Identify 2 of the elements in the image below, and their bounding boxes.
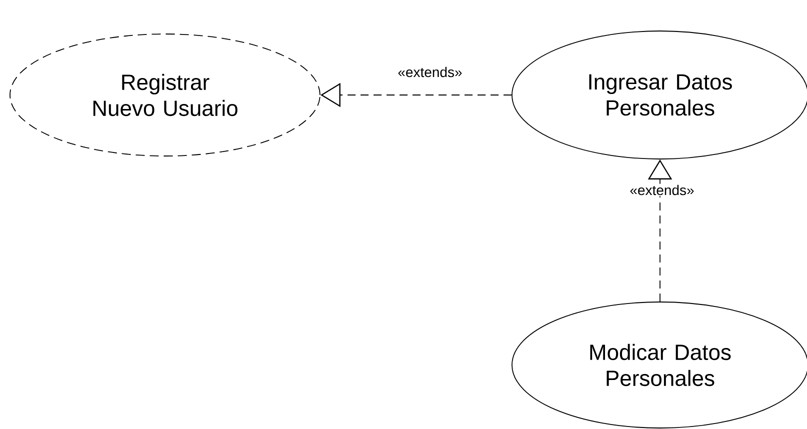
edge-label: «extends» xyxy=(630,184,694,196)
edge-label: «extends» xyxy=(398,66,462,78)
